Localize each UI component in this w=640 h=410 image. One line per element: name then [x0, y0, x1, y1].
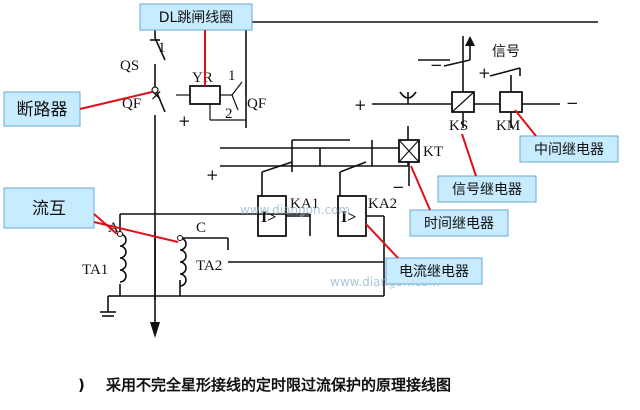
ct-coils	[117, 231, 187, 300]
caption-text: 采用不完全星形接线的定时限过流保护的原理接线图	[105, 376, 451, 394]
caption-bracket: )	[78, 376, 85, 394]
label-yr: YR	[192, 70, 213, 86]
current-relays	[257, 172, 384, 237]
minus-sign-kt: −	[392, 178, 405, 196]
callouts: DL跳闸线圈 断路器 流互 中间继电器 信号继电器 时间继电器 电流继电器	[3, 3, 619, 285]
watermark-top: www.diangon.com	[240, 203, 350, 217]
callout-ct-text: 流互	[32, 199, 66, 219]
label-km: KM	[496, 118, 520, 134]
callout-signal-relay	[437, 175, 537, 203]
plus-sign-yr: +	[178, 112, 191, 130]
signal-arrow-icon	[465, 36, 475, 46]
ta1-coil	[119, 233, 127, 283]
callout-ct	[3, 187, 95, 229]
diagram-labels: QS QF YR QF 1 1 2 信号 KS KM KT KA1 KA2 I>…	[82, 36, 579, 278]
label-num2: 2	[225, 106, 233, 122]
ka2-box	[337, 195, 367, 237]
label-ka1: KA1	[290, 196, 319, 212]
callout-time-relay	[409, 209, 509, 237]
label-ka2: KA2	[368, 196, 397, 212]
label-phase-a: A	[108, 220, 119, 236]
callout-intermediate-relay	[519, 135, 619, 163]
label-num1-a: 1	[158, 40, 166, 56]
minus-sign-km: −	[566, 94, 579, 112]
label-signal: 信号	[492, 44, 520, 60]
label-x-mark: ×	[150, 86, 163, 104]
callout-current-relay-text: 电流继电器	[399, 264, 469, 280]
callout-intermediate-relay-text: 中间继电器	[534, 142, 604, 158]
ta2-coil	[179, 237, 187, 287]
trip-coil-circuit	[176, 21, 598, 128]
callout-breaker	[3, 91, 81, 127]
plus-sign-signal: +	[478, 64, 491, 82]
yr-coil	[189, 85, 221, 105]
plus-sign-kt: +	[206, 166, 219, 184]
label-qf-left: QF	[122, 96, 141, 112]
relay-boxes	[398, 91, 523, 186]
label-qf-right: QF	[247, 96, 266, 112]
label-num1-b: 1	[228, 68, 236, 84]
label-phase-c: C	[196, 220, 206, 236]
callout-time-relay-text: 时间继电器	[424, 216, 494, 232]
callout-breaker-text: 断路器	[17, 100, 68, 120]
label-ta2: TA2	[196, 258, 222, 274]
minus-sign-signal: −	[430, 56, 443, 74]
callout-dl-trip-coil	[139, 3, 253, 31]
callout-current-relay	[385, 257, 483, 285]
label-qs: QS	[120, 58, 139, 74]
label-ta1: TA1	[82, 262, 108, 278]
relay-symbol-ka2: I>	[341, 209, 356, 226]
km-coil	[499, 91, 523, 113]
callout-dl-trip-coil-text: DL跳闸线圈	[159, 10, 234, 26]
label-kt: KT	[423, 144, 443, 160]
ct-wiring	[100, 213, 385, 317]
plus-sign-ks: +	[354, 96, 367, 114]
label-ks: KS	[449, 118, 468, 134]
callout-signal-relay-text: 信号继电器	[452, 182, 522, 198]
relay-symbol-ka1: I>	[261, 209, 276, 226]
main-busbar	[150, 8, 166, 338]
